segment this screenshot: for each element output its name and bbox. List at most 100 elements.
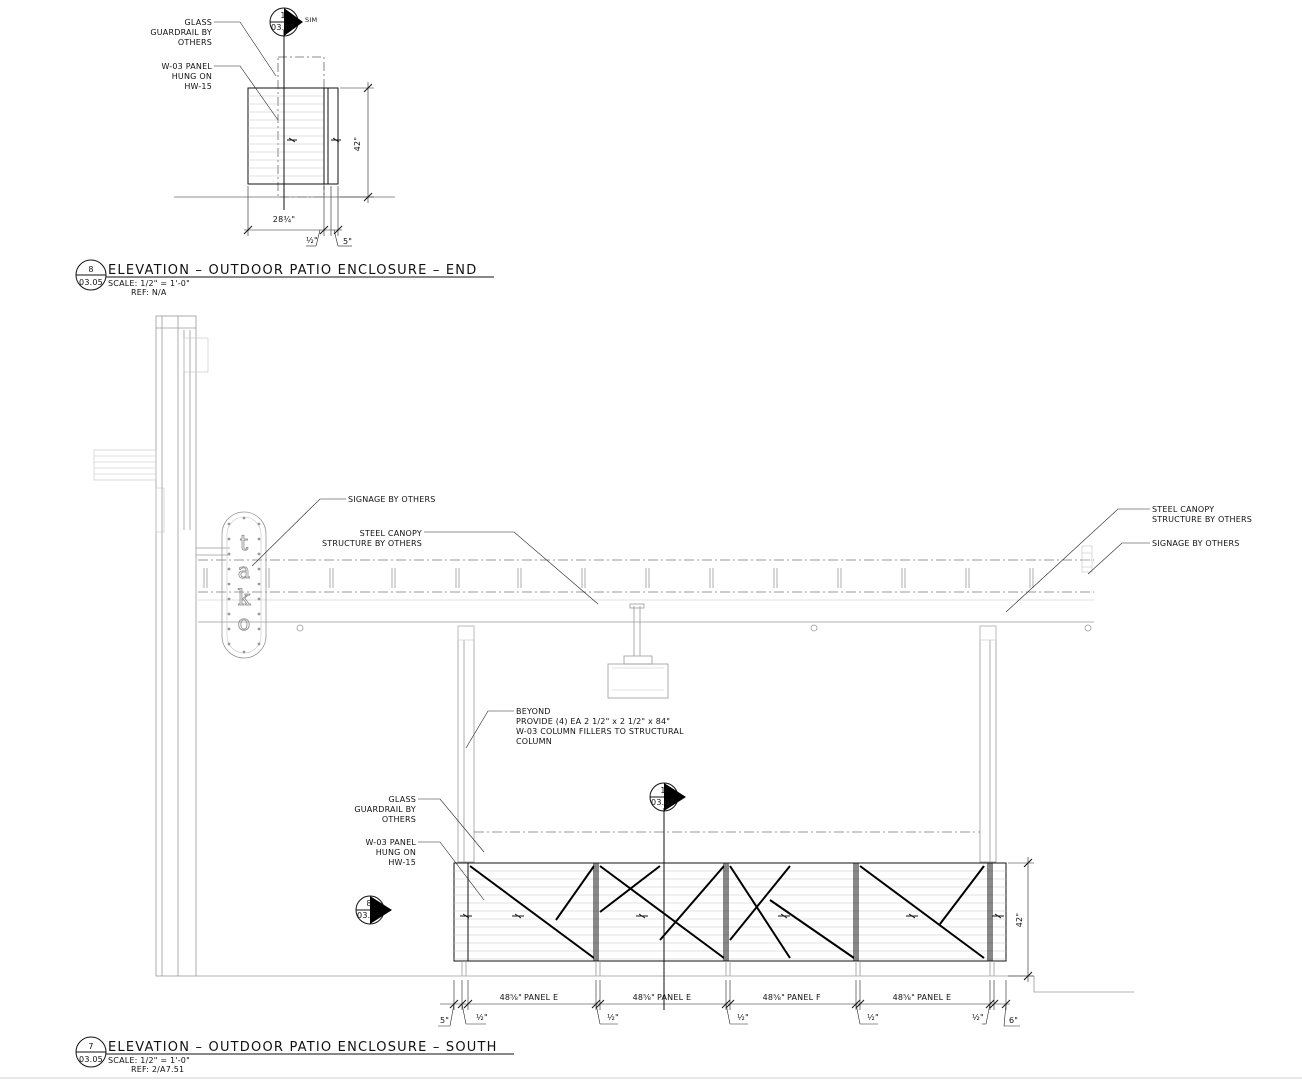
- south-dim-gap-2: ½": [607, 1013, 619, 1022]
- south-end-tag-sheet: 03.05: [357, 911, 381, 920]
- hanger-mark: [460, 913, 472, 919]
- sign-rivet: [227, 567, 231, 571]
- panel-frame: [727, 862, 857, 962]
- hanger-mark: [778, 913, 790, 919]
- sign-rivet: [242, 650, 246, 654]
- hanger-mark: [906, 913, 918, 919]
- end-tag-number: 1: [280, 11, 285, 20]
- dim-leader: [855, 1003, 861, 1025]
- hanger-mark: [992, 913, 1004, 919]
- south-label-glass-2: GUARDRAIL BY: [354, 805, 416, 814]
- label-signage-right: SIGNAGE BY OTHERS: [1152, 539, 1240, 548]
- sign-rivet: [257, 552, 261, 556]
- dim-leader: [595, 1003, 601, 1025]
- panel-brace: [599, 865, 661, 913]
- sign-rivet: [227, 582, 231, 586]
- end-label-glass-1: GLASS: [185, 18, 212, 27]
- end-label-panel-1: W-03 PANEL: [162, 62, 213, 71]
- end-title-scale: SCALE: 1/2" = 1'-0": [108, 279, 190, 288]
- south-title-ref: REF: 2/A7.51: [131, 1065, 184, 1074]
- sign-rivet: [257, 537, 261, 541]
- end-title-text: ELEVATION – OUTDOOR PATIO ENCLOSURE – EN…: [108, 263, 477, 278]
- dim-tick: [595, 999, 605, 1009]
- sign-rivet: [242, 516, 246, 520]
- panel-brace: [859, 865, 985, 959]
- sign-rivet: [257, 522, 261, 526]
- label-beyond-4: COLUMN: [516, 737, 552, 746]
- sign-rivet: [227, 537, 231, 541]
- panel-3-width: 48⅝": [763, 993, 785, 1002]
- sign-rivet: [257, 642, 261, 646]
- panel-brace: [939, 865, 985, 925]
- sign-rivet: [257, 567, 261, 571]
- south-title-scale: SCALE: 1/2" = 1'-0": [108, 1056, 190, 1065]
- south-dim-gap-1: ½": [476, 1013, 488, 1022]
- canopy-bolt: [296, 624, 304, 632]
- light-fixture: [607, 603, 669, 699]
- panel-frame: [857, 862, 991, 962]
- south-dim-gap-5: ½": [972, 1013, 984, 1022]
- sign-rivet: [257, 597, 261, 601]
- sign-letter-k: k: [238, 586, 251, 610]
- sign-letter-t: t: [240, 531, 249, 555]
- tako-sign: t a k o: [221, 511, 267, 659]
- end-dim-width: 28¾": [273, 215, 295, 224]
- panel-brace: [555, 865, 595, 921]
- label-beyond-2: PROVIDE (4) EA 2 1/2" x 2 1/2" x 84": [516, 717, 670, 726]
- south-dim-gap-4: ½": [867, 1013, 879, 1022]
- end-title-sheet: 03.05: [79, 278, 103, 287]
- sign-rivet: [257, 612, 261, 616]
- end-dim-gap: ½": [306, 236, 318, 245]
- label-canopy-left-2: STRUCTURE BY OTHERS: [322, 539, 422, 548]
- panel-brace: [469, 865, 595, 959]
- label-beyond-3: W-03 COLUMN FILLERS TO STRUCTURAL: [516, 727, 684, 736]
- sign-rivet: [227, 642, 231, 646]
- panel-frame: [597, 862, 727, 962]
- sign-rivet: [257, 582, 261, 586]
- south-title-number: 7: [88, 1042, 93, 1051]
- hanger-mark: [512, 913, 524, 919]
- label-beyond-1: BEYOND: [516, 707, 551, 716]
- south-dim-left: 5": [440, 1016, 449, 1025]
- steel-canopy: [198, 545, 1094, 632]
- label-canopy-right-2: STRUCTURE BY OTHERS: [1152, 515, 1252, 524]
- panel-2-width: 48⅝": [633, 993, 655, 1002]
- dim-tick: [725, 999, 735, 1009]
- label-signage-left: SIGNAGE BY OTHERS: [348, 495, 436, 504]
- south-dim-right: 6": [1009, 1016, 1018, 1025]
- sign-letter-o: o: [238, 611, 251, 635]
- south-dim-gap-3: ½": [737, 1013, 749, 1022]
- south-label-glass-3: OTHERS: [382, 815, 416, 824]
- guardrail-panels: [453, 862, 1007, 962]
- label-canopy-left-1: STEEL CANOPY: [360, 529, 422, 538]
- building-column: [93, 315, 230, 977]
- sign-rivet: [227, 522, 231, 526]
- sign-rivet: [227, 612, 231, 616]
- hanger-mark: [636, 913, 648, 919]
- dim-leader: [438, 1003, 455, 1027]
- south-label-glass-1: GLASS: [389, 795, 416, 804]
- panel-brace: [729, 865, 791, 959]
- dim-leader: [461, 1003, 467, 1025]
- panel-brace: [729, 865, 791, 941]
- south-dim-height: 42": [1015, 913, 1024, 927]
- canopy-bolt: [1084, 624, 1092, 632]
- structural-columns: [457, 625, 997, 863]
- panel-1-name: PANEL E: [524, 993, 558, 1002]
- panel-brace: [599, 865, 725, 959]
- end-tag-sheet: 03.07: [271, 23, 295, 32]
- label-canopy-right-1: STEEL CANOPY: [1152, 505, 1214, 514]
- end-label-glass-2: GUARDRAIL BY: [150, 28, 212, 37]
- end-label-panel-3: HW-15: [184, 82, 212, 91]
- panel-3-name: PANEL F: [787, 993, 821, 1002]
- end-tag-suffix: SIM: [305, 16, 317, 24]
- end-label-panel-2: HUNG ON: [172, 72, 212, 81]
- sign-rivet: [257, 627, 261, 631]
- south-label-panel-3: HW-15: [388, 858, 416, 867]
- panel-brace: [659, 865, 725, 941]
- south-section-tag-sheet: 03.07: [651, 798, 675, 807]
- south-label-panel-1: W-03 PANEL: [366, 838, 417, 847]
- dim-tick: [989, 999, 999, 1009]
- sign-rivet: [227, 597, 231, 601]
